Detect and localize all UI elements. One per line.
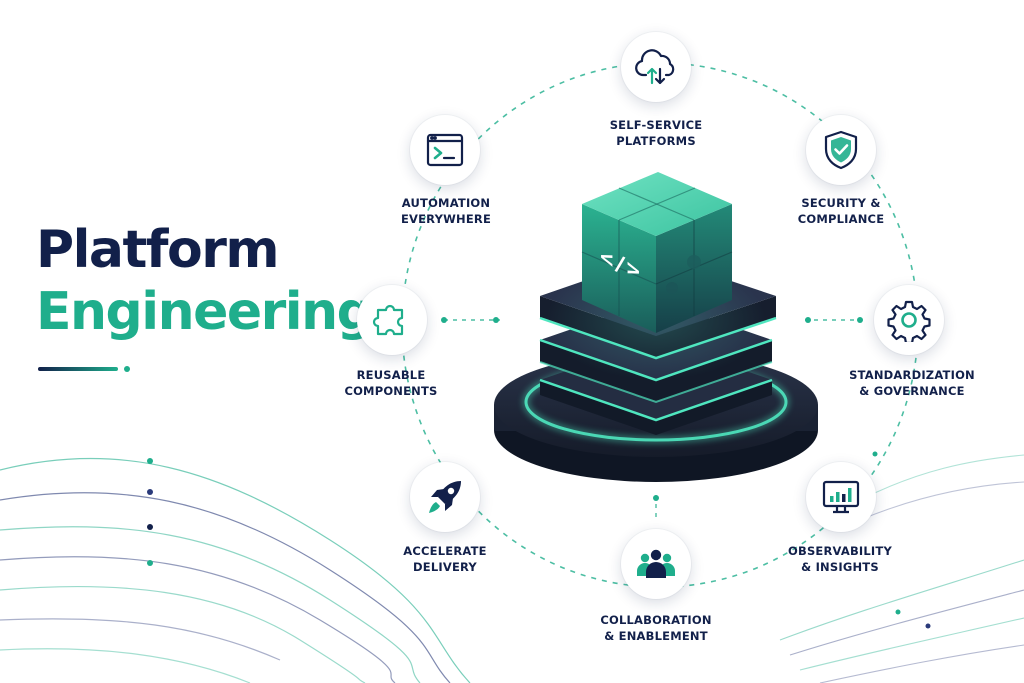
title-underline-dot bbox=[124, 366, 130, 372]
gear-icon bbox=[887, 300, 931, 342]
node-standardization bbox=[874, 285, 944, 355]
label-standardization: STANDARDIZATION& GOVERNANCE bbox=[849, 368, 975, 398]
node-automation bbox=[410, 115, 480, 185]
code-cube: </> bbox=[581, 172, 733, 333]
connector-dots bbox=[441, 317, 863, 501]
page-title-line-1: Platform bbox=[36, 220, 280, 280]
cloud-sync-icon bbox=[635, 49, 675, 85]
node-self-service bbox=[621, 32, 691, 102]
bar-chart-monitor-icon bbox=[822, 480, 860, 514]
page-title-line-2: Engineering bbox=[36, 282, 374, 342]
label-security: SECURITY &COMPLIANCE bbox=[797, 196, 885, 226]
shield-check-icon bbox=[824, 130, 858, 170]
rocket-icon bbox=[429, 481, 461, 513]
node-security bbox=[806, 115, 876, 185]
label-observability: OBSERVABILITY& INSIGHTS bbox=[788, 544, 892, 574]
title-underline bbox=[38, 367, 118, 371]
node-collaboration bbox=[621, 529, 691, 599]
node-reusable bbox=[357, 285, 427, 355]
label-collaboration: COLLABORATION& ENABLEMENT bbox=[600, 613, 712, 643]
central-platform: </> bbox=[494, 172, 818, 482]
node-observability bbox=[806, 462, 876, 532]
team-icon bbox=[637, 549, 675, 578]
decorative-waves-right bbox=[779, 451, 1024, 683]
node-accelerate bbox=[410, 462, 480, 532]
decorative-waves-left bbox=[0, 457, 471, 683]
terminal-icon bbox=[426, 133, 464, 167]
puzzle-icon bbox=[372, 304, 404, 336]
